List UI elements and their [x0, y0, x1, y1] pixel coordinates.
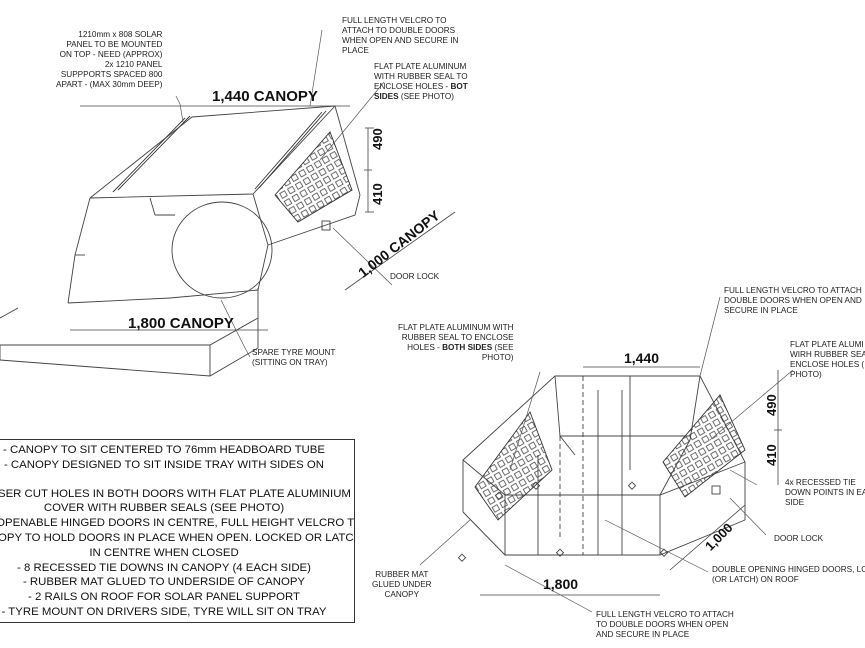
- velcro-top-note: FULL LENGTH VELCRO TO ATTACH DOUBLE DOOR…: [724, 286, 862, 315]
- dimension-length-2: 1,440: [624, 350, 660, 366]
- dimension-height-lower-1: 410: [370, 183, 385, 205]
- door-lock-icon-2: [711, 485, 721, 495]
- note-line: COVER WITH RUBBER SEALS (SEE PHOTO): [43, 502, 285, 515]
- dimension-base-2: 1,800: [543, 576, 579, 592]
- door-vent-grid-icon: [274, 131, 353, 223]
- dimension-height-upper-2: 490: [764, 394, 779, 416]
- door-lock-label-2: DOOR LOCK: [774, 534, 824, 543]
- canopy-body-outline: [67, 105, 361, 304]
- note-line: - LASER CUT HOLES IN BOTH DOORS WITH FLA…: [0, 487, 351, 500]
- plate-right-note: FLAT PLATE ALUMI WIRH RUBBER SEA ENCLOSE…: [790, 340, 865, 379]
- canopy-wireframe-outline: [462, 375, 746, 556]
- dimension-length-1: 1,440 CANOPY: [212, 88, 318, 105]
- general-notes-box: - CANOPY TO SIT CENTERED TO 76mm HEADBOA…: [0, 439, 355, 623]
- note-line: [0, 473, 354, 487]
- plate-left-note: FLAT PLATE ALUMINUM WITH RUBBER SEAL TO …: [398, 323, 514, 362]
- tray-outline: [0, 288, 259, 377]
- plate-aluminium-note: FLAT PLATE ALUMINUM WITH RUBBER SEAL TO …: [374, 62, 468, 101]
- note-line: - CANOPY TO SIT CENTERED TO 76mm HEADBOA…: [3, 444, 325, 456]
- tie-down-note: 4x RECESSED TIE DOWN POINTS IN EA SIDE: [785, 478, 865, 507]
- spare-tyre-note: SPARE TYRE MOUNT (SITTING ON TRAY): [252, 348, 336, 367]
- note-line: - 2 RAILS ON ROOF FOR SOLAR PANEL SUPPOR…: [28, 591, 300, 604]
- door-lock-label: DOOR LOCK: [390, 272, 440, 281]
- note-line: - TYRE MOUNT ON DRIVERS SIDE, TYRE WILL …: [1, 605, 327, 618]
- velcro-note: FULL LENGTH VELCRO TO ATTACH TO DOUBLE D…: [342, 16, 459, 55]
- note-line: - CANOPY DESIGNED TO SIT INSIDE TRAY WIT…: [3, 458, 325, 471]
- note-line: CANOPY TO HOLD DOORS IN PLACE WHEN OPEN.…: [0, 531, 355, 544]
- canopy-view-2: [419, 296, 794, 613]
- spare-tyre-icon: [171, 201, 273, 299]
- velcro-bottom-note: FULL LENGTH VELCRO TO ATTACH TO DOUBLE D…: [596, 610, 734, 639]
- leader-lines-2: [419, 296, 794, 613]
- dimension-height-lower-2: 410: [764, 444, 779, 466]
- tie-down-points: [457, 481, 669, 562]
- note-line: - RUBBER MAT GLUED TO UNDERSIDE OF CANOP…: [22, 576, 306, 589]
- note-line: - 8 RECESSED TIE DOWNS IN CANOPY (4 EACH…: [17, 561, 311, 574]
- leader-lines: [175, 29, 393, 358]
- door-vent-grid-right-icon: [662, 394, 746, 498]
- roof-rails: [112, 110, 327, 193]
- note-line: IN CENTRE WHEN CLOSED: [89, 546, 239, 559]
- dimension-base-1: 1,800 CANOPY: [128, 315, 234, 332]
- hinged-doors-note: DOUBLE OPENING HINGED DOORS, LO (OR LATC…: [712, 565, 865, 584]
- door-vent-grid-left-icon: [474, 411, 553, 521]
- dimension-height-upper-1: 490: [370, 128, 385, 150]
- note-line: - 2x OPENABLE HINGED DOORS IN CENTRE, FU…: [0, 517, 355, 530]
- canopy-view-1: [0, 29, 456, 377]
- rubber-mat-note: RUBBER MAT GLUED UNDER CANOPY: [372, 570, 432, 599]
- door-lock-icon: [321, 220, 331, 231]
- dimension-lines: [70, 105, 456, 331]
- solar-panel-note: 1210mm x 808 SOLAR PANEL TO BE MOUNTED O…: [56, 30, 163, 89]
